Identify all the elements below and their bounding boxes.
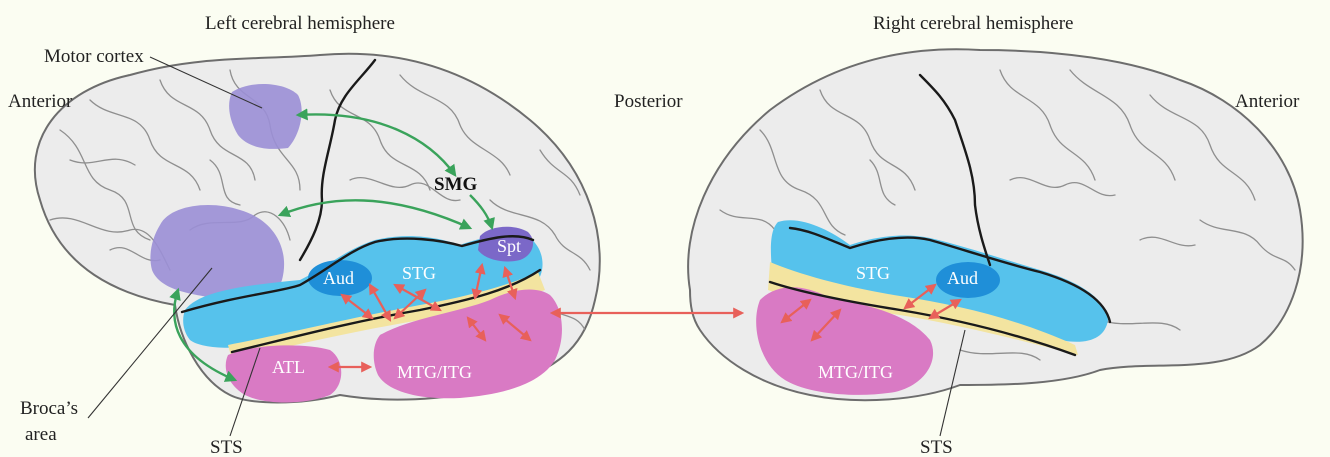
spt-label: Spt — [497, 236, 521, 256]
sts-label-right: STS — [920, 437, 953, 457]
left-hemisphere — [35, 54, 600, 403]
aud-right-label: Aud — [947, 268, 978, 288]
brocas-label-line1: Broca’s — [20, 398, 78, 419]
brocas-label-line2: area — [25, 424, 57, 445]
right-hemisphere — [688, 49, 1302, 400]
stg-left-label: STG — [402, 263, 436, 283]
mtg-itg-left-label: MTG/ITG — [397, 362, 472, 382]
posterior-label: Posterior — [614, 91, 683, 112]
mtg-itg-right-label: MTG/ITG — [818, 362, 893, 382]
anterior-label-right: Anterior — [1235, 91, 1300, 112]
stg-right-label: STG — [856, 263, 890, 283]
left-hemisphere-title: Left cerebral hemisphere — [205, 13, 395, 34]
anterior-label-left: Anterior — [8, 91, 73, 112]
motor-cortex-label: Motor cortex — [44, 46, 144, 67]
right-hemisphere-title: Right cerebral hemisphere — [873, 13, 1073, 34]
atl-label: ATL — [272, 357, 305, 377]
sts-label-left: STS — [210, 437, 243, 457]
smg-label: SMG — [434, 174, 478, 195]
aud-left-label: Aud — [323, 268, 354, 288]
